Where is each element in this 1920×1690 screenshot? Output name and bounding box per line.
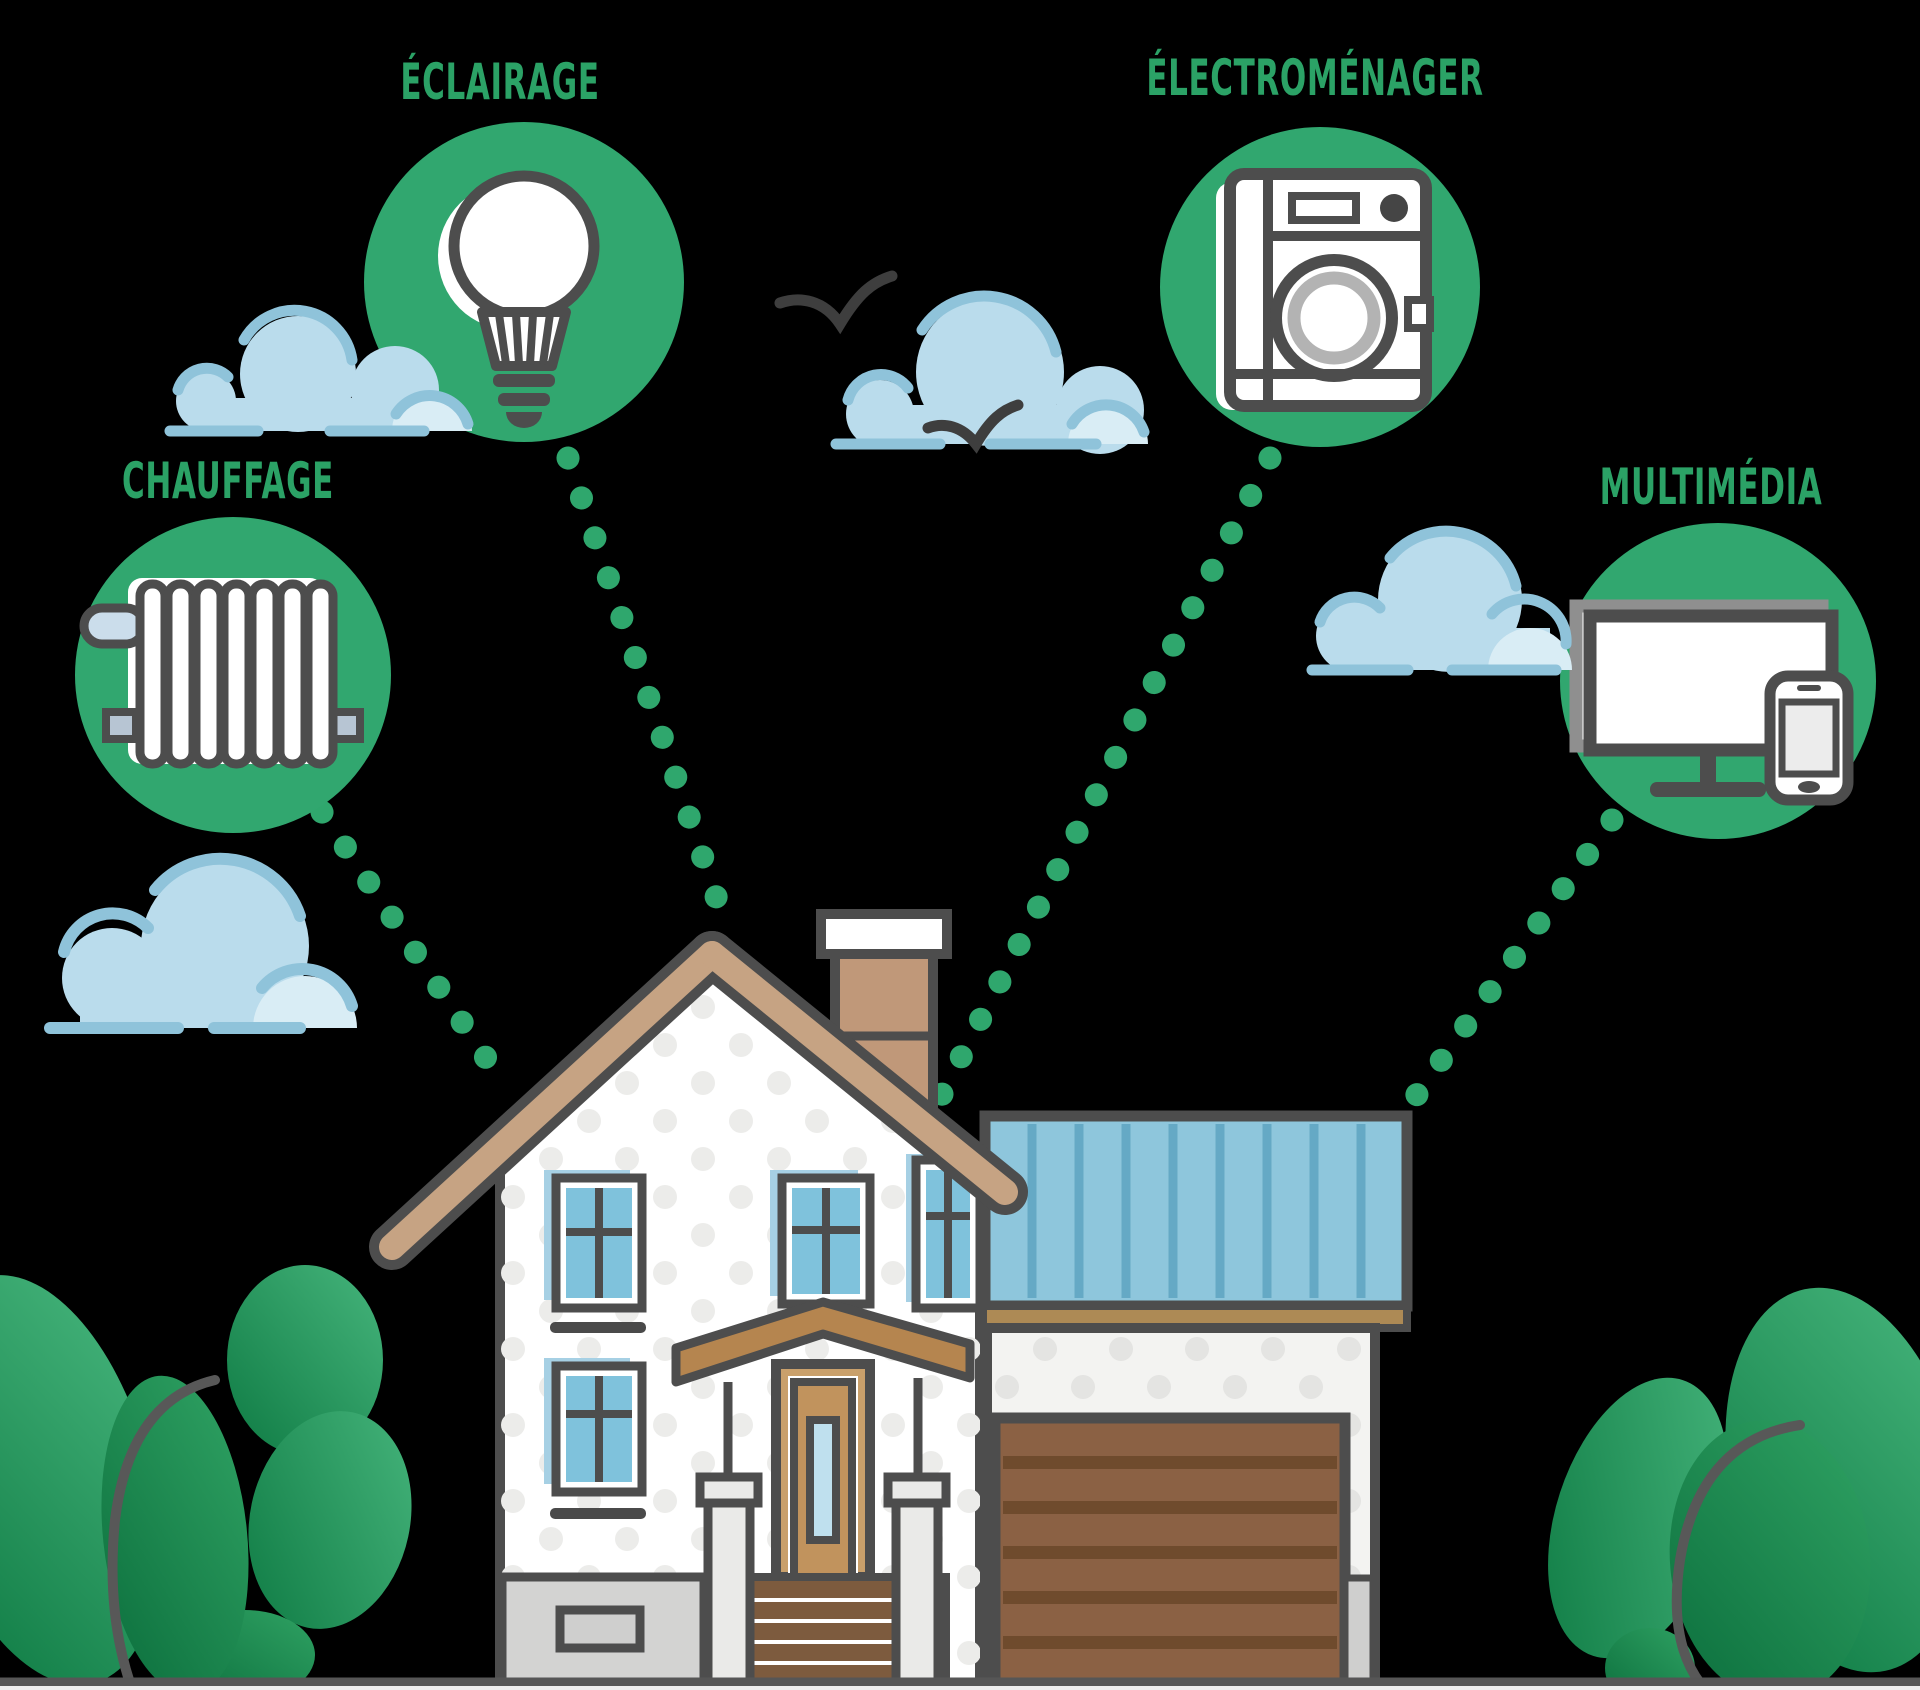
tv-smartphone-icon — [1569, 599, 1854, 806]
window — [544, 1358, 647, 1519]
garage — [982, 1323, 1380, 1689]
main-roof — [369, 931, 1028, 1270]
entrance-door — [771, 1359, 875, 1582]
basement-vent — [555, 1605, 645, 1653]
chauffage-connection-line — [310, 800, 518, 1100]
radiator-icon — [79, 578, 364, 769]
garage-roof — [979, 1110, 1413, 1332]
house — [369, 909, 1413, 1689]
cloud — [830, 290, 1150, 454]
node-multimedia — [1560, 523, 1876, 839]
multimedia-connection-line — [1394, 808, 1624, 1122]
cloud — [44, 852, 358, 1034]
bird-icon — [774, 270, 898, 335]
bushes-left — [0, 1265, 412, 1690]
label-chauffage: CHAUFFAGE — [122, 452, 334, 510]
birds — [774, 270, 1024, 454]
porch-roof — [671, 1297, 975, 1387]
label-multimedia: MULTIMÉDIA — [1599, 458, 1823, 516]
node-chauffage — [75, 517, 391, 833]
light-bulb-icon — [438, 170, 600, 428]
cloud — [1306, 525, 1572, 676]
window — [770, 1170, 875, 1309]
node-electromenager — [1160, 127, 1480, 447]
electromenager-connection-line — [928, 446, 1282, 1110]
clouds — [44, 290, 1572, 1034]
window — [544, 1170, 647, 1333]
windows — [544, 1154, 985, 1519]
basement — [497, 1572, 709, 1688]
ground — [0, 1677, 1920, 1690]
eclairage-connection-line — [556, 446, 740, 944]
label-electromenager: ÉLECTROMÉNAGER — [1146, 49, 1484, 107]
washing-machine-icon — [1216, 168, 1434, 412]
cloud — [164, 304, 474, 437]
bird-icon — [922, 399, 1024, 454]
bushes-right — [1548, 1287, 1920, 1690]
node-eclairage — [364, 122, 684, 442]
connection-lines — [310, 446, 1624, 1122]
label-eclairage: ÉCLAIRAGE — [400, 53, 600, 111]
